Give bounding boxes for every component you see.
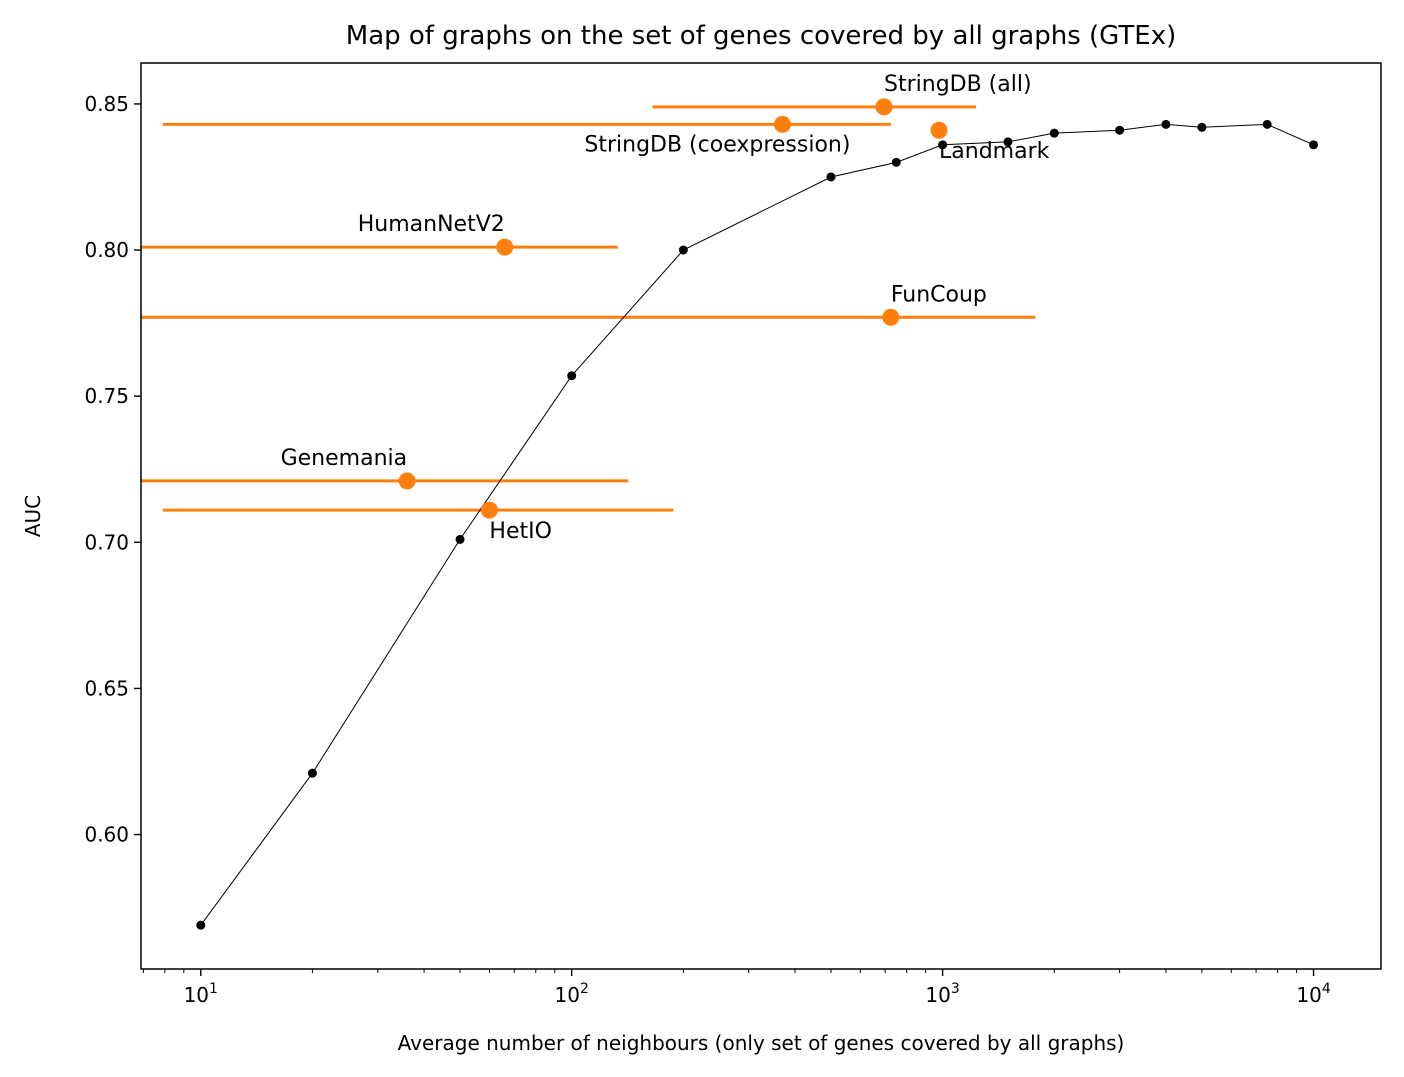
graph-point [773,115,791,133]
curve-point [891,157,901,167]
graph-point [480,501,498,519]
graph-label: HetIO [489,519,552,544]
y-tick-label: 0.75 [84,384,129,408]
curve-point [1262,119,1272,129]
y-tick-label: 0.70 [84,530,129,554]
y-tick-label: 0.65 [84,676,129,700]
x-tick-label: 101 [184,981,218,1007]
graph-label: HumanNetV2 [358,212,505,237]
y-axis-label: AUC [21,495,45,537]
curve-point [826,172,836,182]
graph-label: Landmark [939,139,1050,164]
chart-title: Map of graphs on the set of genes covere… [346,21,1176,51]
graph-label: Genemania [281,446,408,471]
auc-curve-line [200,123,1314,926]
graph-point [398,472,416,490]
graph-label: FunCoup [891,282,987,307]
plot-area: StringDB (all) StringDB (coexpression) Lan… [141,72,1319,930]
curve-point [1115,125,1125,135]
y-tick-label: 0.80 [84,238,129,262]
x-tick-label: 103 [925,981,959,1007]
curve-point [196,920,206,930]
y-tick-label: 0.85 [84,92,129,116]
plot-frame [140,62,1382,970]
y-tick-label: 0.60 [84,823,129,847]
curve-point [1309,140,1319,150]
graph-label: StringDB (all) [884,72,1032,97]
curve-point [1049,128,1059,138]
graph-point [882,308,900,326]
x-axis-label: Average number of neighbours (only set o… [398,1031,1125,1055]
curve-point [567,371,577,381]
graph-point [875,98,893,116]
curve-point [1161,119,1171,129]
x-tick-label: 102 [555,981,589,1007]
curve-point [938,140,948,150]
curve-point [1197,122,1207,132]
curve-point [678,245,688,255]
x-tick-label: 104 [1296,981,1330,1007]
graph-point [930,121,948,139]
curve-point [307,768,317,778]
graph-point [496,238,514,256]
graph-label: StringDB (coexpression) [584,132,850,157]
curve-point [455,534,465,544]
curve-point [1003,137,1013,147]
